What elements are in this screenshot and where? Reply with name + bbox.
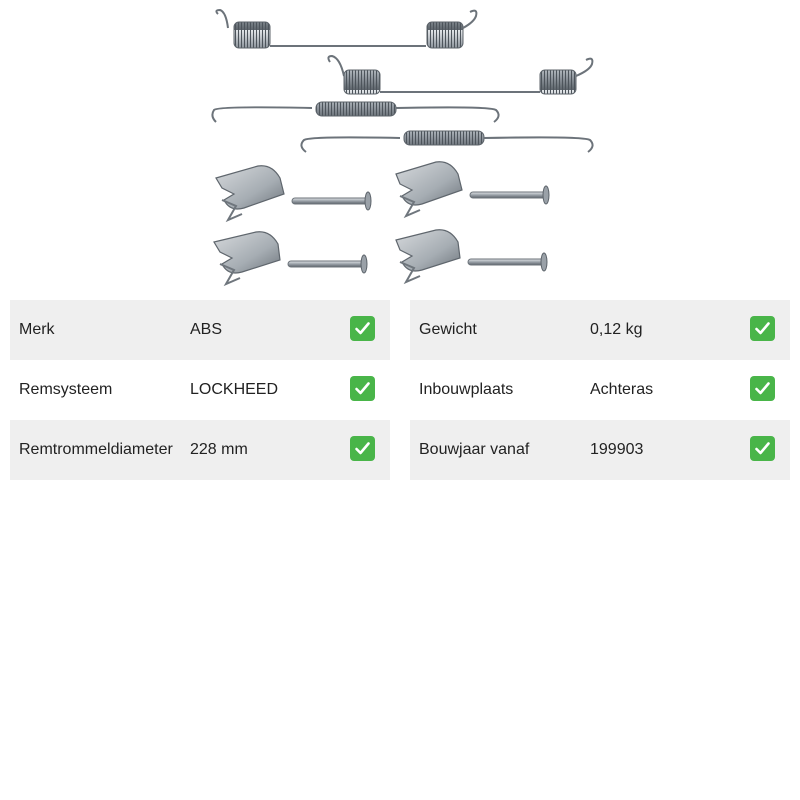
hold-down-pin [467, 252, 548, 272]
spec-label: Bouwjaar vanaf [419, 441, 530, 458]
return-spring [327, 54, 594, 95]
spec-label: Inbouwplaats [419, 381, 514, 398]
adjuster-spring [300, 130, 594, 153]
spec-row-merk: Merk ABS [10, 300, 390, 360]
return-spring [215, 8, 478, 49]
spec-label: Remtrommeldiameter [19, 441, 173, 458]
hold-down-clip [395, 161, 463, 219]
check-mark-icon [750, 436, 775, 461]
spec-row-bouwjaar-vanaf: Bouwjaar vanaf 199903 [410, 420, 790, 480]
check-mark-icon [350, 316, 375, 341]
hold-down-clip [213, 231, 281, 287]
spec-label: Remsysteem [19, 381, 113, 398]
spec-value: Achteras [590, 381, 654, 398]
spec-row-remsysteem: Remsysteem LOCKHEED [10, 360, 390, 420]
hold-down-pin [291, 191, 372, 211]
adjuster-spring [211, 101, 500, 123]
check-mark-icon [750, 316, 775, 341]
spec-value: 228 mm [190, 441, 248, 458]
hold-down-clip [395, 229, 461, 285]
spec-value: ABS [190, 321, 223, 338]
spec-value: 199903 [590, 441, 644, 458]
brake-spring-kit-image [211, 8, 594, 287]
spec-value: LOCKHEED [190, 381, 279, 398]
hold-down-pin [287, 254, 368, 274]
spec-column-left: Merk ABS Remsysteem LOCKHEED Remtrommeld… [10, 300, 390, 480]
check-mark-icon [350, 436, 375, 461]
spec-row-gewicht: Gewicht 0,12 kg [410, 300, 790, 360]
spec-column-right: Gewicht 0,12 kg Inbouwplaats Achteras Bo… [410, 300, 790, 480]
spec-row-inbouwplaats: Inbouwplaats Achteras [410, 360, 790, 420]
spec-value: 0,12 kg [590, 321, 643, 338]
hold-down-pin [469, 185, 550, 205]
product-image [200, 0, 600, 292]
spec-label: Gewicht [419, 321, 477, 338]
check-mark-icon [350, 376, 375, 401]
spec-label: Merk [19, 321, 55, 338]
check-mark-icon [750, 376, 775, 401]
spec-row-remtrommeldiameter: Remtrommeldiameter 228 mm [10, 420, 390, 480]
hold-down-clip [215, 165, 285, 223]
